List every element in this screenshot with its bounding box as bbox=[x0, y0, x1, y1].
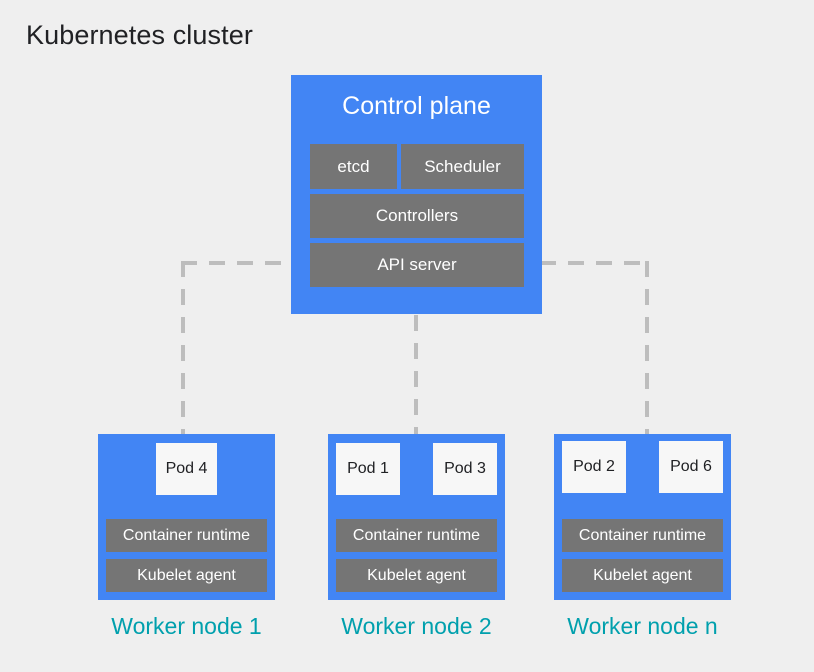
kubelet-agent-bar[interactable]: Kubelet agent bbox=[106, 559, 267, 592]
pod-box[interactable]: Pod 3 bbox=[433, 443, 497, 495]
container-runtime-bar[interactable]: Container runtime bbox=[336, 519, 497, 552]
pod-box[interactable]: Pod 6 bbox=[659, 441, 723, 493]
worker-node-n-label: Worker node n bbox=[567, 613, 718, 639]
worker-node-1-box: Pod 4 Container runtime Kubelet agent bbox=[98, 434, 275, 600]
connector-apiserver-to-worker-n-vertical bbox=[645, 261, 649, 436]
page-title: Kubernetes cluster bbox=[26, 20, 253, 50]
control-plane-title: Control plane bbox=[342, 92, 491, 120]
kubelet-agent-bar[interactable]: Kubelet agent bbox=[336, 559, 497, 592]
worker-node-1-label: Worker node 1 bbox=[111, 613, 262, 639]
control-plane-component-scheduler[interactable]: Scheduler bbox=[401, 144, 524, 189]
control-plane-component-etcd[interactable]: etcd bbox=[310, 144, 397, 189]
control-plane-component-controllers[interactable]: Controllers bbox=[310, 194, 524, 238]
control-plane-component-api-server[interactable]: API server bbox=[310, 243, 524, 287]
control-plane-box: Control plane etcd Scheduler Controllers… bbox=[291, 75, 542, 314]
connector-apiserver-to-worker-n-horizontal bbox=[540, 261, 649, 265]
worker-node-2-label: Worker node 2 bbox=[341, 613, 492, 639]
pod-box[interactable]: Pod 2 bbox=[562, 441, 626, 493]
container-runtime-bar[interactable]: Container runtime bbox=[106, 519, 267, 552]
worker-node-n-box: Pod 2 Pod 6 Container runtime Kubelet ag… bbox=[554, 434, 731, 600]
connector-apiserver-to-worker-2-vertical bbox=[414, 315, 418, 436]
container-runtime-bar[interactable]: Container runtime bbox=[562, 519, 723, 552]
connector-apiserver-to-worker-1-horizontal bbox=[181, 261, 293, 265]
pod-box[interactable]: Pod 4 bbox=[156, 443, 217, 495]
connector-apiserver-to-worker-1-vertical bbox=[181, 261, 185, 436]
worker-node-2-box: Pod 1 Pod 3 Container runtime Kubelet ag… bbox=[328, 434, 505, 600]
kubelet-agent-bar[interactable]: Kubelet agent bbox=[562, 559, 723, 592]
pod-box[interactable]: Pod 1 bbox=[336, 443, 400, 495]
